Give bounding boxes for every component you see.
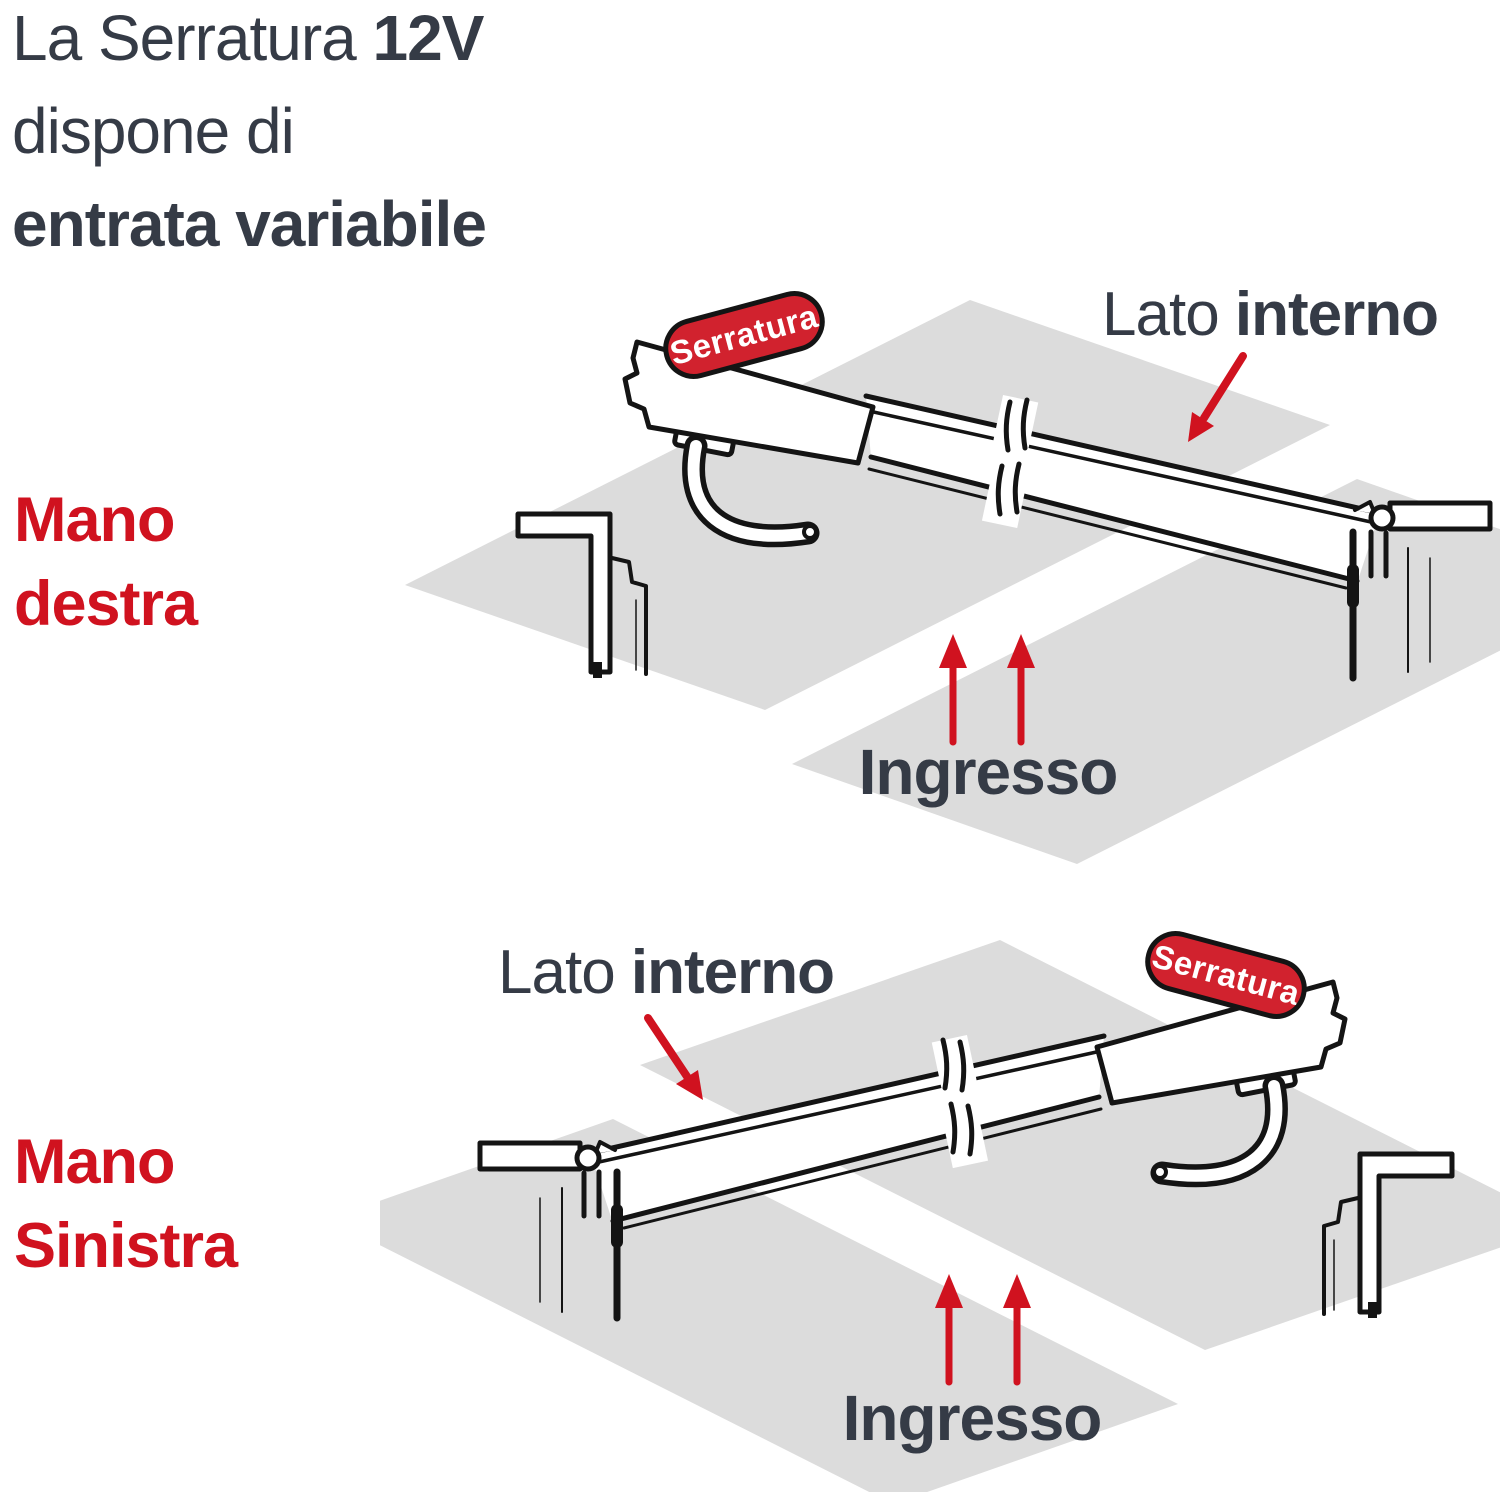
title-line-3: entrata variabile (12, 188, 487, 260)
gate-diagram-left-hand (380, 900, 1500, 1492)
side-label-bottom: Lato interno (498, 938, 835, 1007)
label-arrow-icon-top (1188, 352, 1247, 442)
title-line1-bold: 12V (372, 2, 485, 74)
title-line-2: dispone di (12, 95, 295, 167)
title-line-1: La Serratura 12V (12, 0, 486, 85)
label-arrow-icon-bottom (644, 1014, 703, 1100)
title-line1-regular: La Serratura (12, 2, 357, 74)
hand-label-left: Mano Sinistra (14, 1127, 238, 1281)
entrance-label-bottom: Ingresso (842, 1382, 1103, 1454)
page-title: La Serratura 12V dispone di entrata vari… (12, 0, 487, 271)
side-label-top: Lato interno (1102, 280, 1439, 349)
hand-label-right: Mano destra (14, 485, 198, 639)
entrance-label-top: Ingresso (858, 736, 1119, 808)
gate-diagram-right-hand (380, 270, 1500, 880)
